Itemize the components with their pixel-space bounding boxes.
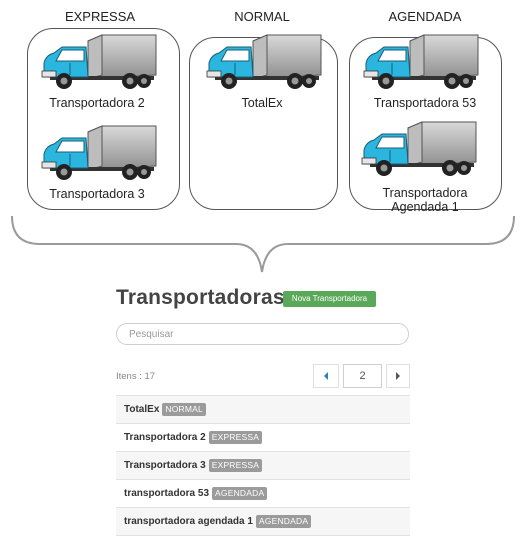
truck-label: Transportadora 3 bbox=[49, 187, 145, 201]
new-transportadora-button[interactable]: Nova Transportadora bbox=[283, 291, 376, 307]
list-item-name: Transportadora 3 bbox=[124, 460, 206, 471]
column-title-agendada: AGENDADA bbox=[388, 9, 462, 24]
page-title: Transportadoras bbox=[116, 286, 285, 309]
truck-icon bbox=[40, 124, 158, 182]
list-item[interactable]: TotalEx NORMAL bbox=[116, 396, 410, 424]
list-item[interactable]: Transportadora 2 EXPRESSA bbox=[116, 424, 410, 452]
truck-label: TotalEx bbox=[241, 96, 283, 110]
truck-icon bbox=[205, 33, 323, 91]
pagination-prev-button[interactable] bbox=[313, 364, 339, 388]
caret-right-icon bbox=[396, 372, 400, 380]
column-title-normal: NORMAL bbox=[234, 9, 290, 24]
caret-left-icon bbox=[324, 372, 328, 380]
status-badge: EXPRESSA bbox=[208, 431, 263, 444]
pagination-current-page[interactable]: 2 bbox=[343, 364, 382, 388]
truck-label: Transportadora Agendada 1 bbox=[382, 186, 468, 214]
list-item[interactable]: transportadora agendada 1 AGENDADA bbox=[116, 508, 410, 536]
status-badge: EXPRESSA bbox=[208, 459, 263, 472]
truck-icon bbox=[40, 33, 158, 91]
list-item-name: Transportadora 2 bbox=[124, 432, 206, 443]
truck-icon bbox=[360, 120, 478, 178]
truck-label: Transportadora 53 bbox=[373, 96, 477, 110]
items-count: Itens : 17 bbox=[116, 371, 156, 382]
list-item-name: TotalEx bbox=[124, 404, 160, 415]
column-title-expressa: EXPRESSA bbox=[64, 9, 136, 24]
list-item[interactable]: Transportadora 3 EXPRESSA bbox=[116, 452, 410, 480]
list-item-name: transportadora agendada 1 bbox=[124, 516, 253, 527]
list-item[interactable]: transportadora 53 AGENDADA bbox=[116, 480, 410, 508]
list-item-name: transportadora 53 bbox=[124, 488, 210, 499]
search-input[interactable] bbox=[116, 323, 409, 345]
truck-label: Transportadora 2 bbox=[49, 96, 145, 110]
status-badge: AGENDADA bbox=[255, 515, 312, 528]
truck-icon bbox=[362, 33, 480, 91]
transportadora-list: TotalEx NORMAL Transportadora 2 EXPRESSA… bbox=[116, 395, 410, 536]
status-badge: AGENDADA bbox=[212, 487, 268, 500]
pagination-next-button[interactable] bbox=[386, 364, 410, 388]
curly-brace-icon bbox=[11, 215, 515, 273]
status-badge: NORMAL bbox=[162, 403, 206, 416]
